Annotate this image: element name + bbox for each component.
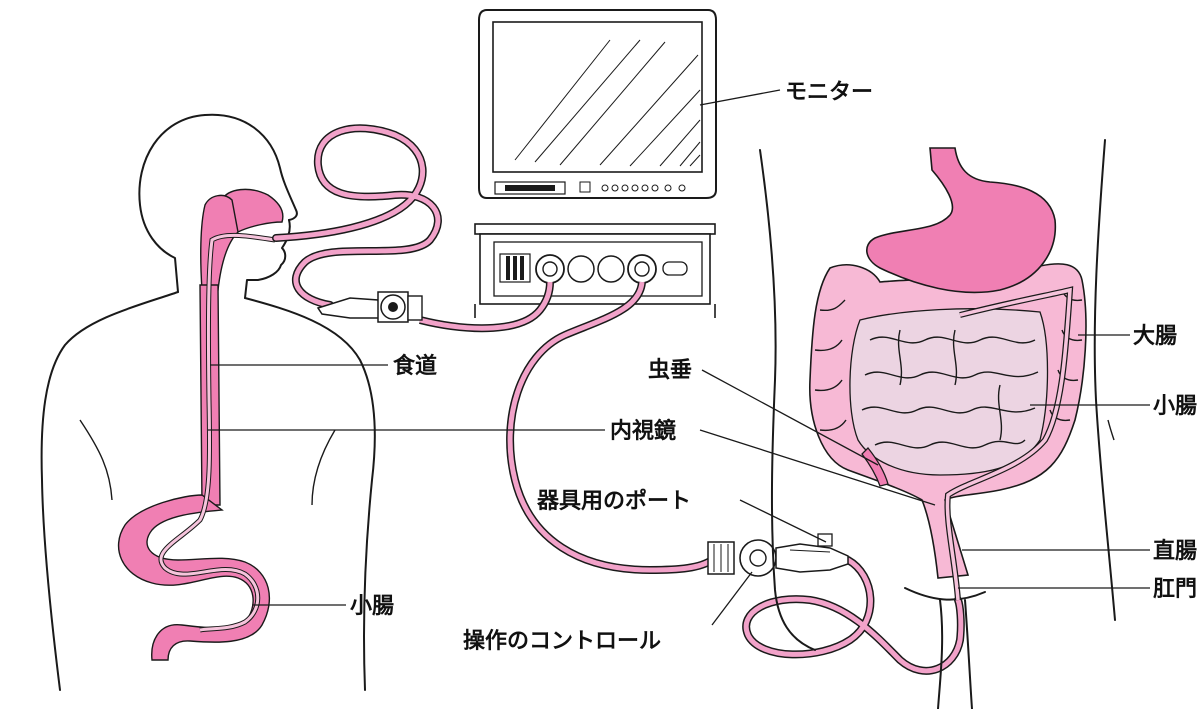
upper-gi-tract [117, 188, 284, 661]
leader-lines [208, 89, 1150, 626]
appendix-shape [861, 447, 889, 487]
label-small-intestine-right: 小腸 [1153, 394, 1197, 419]
stomach-right [866, 147, 1057, 294]
monitor-unit [474, 9, 717, 318]
pharynx [200, 194, 239, 291]
label-esophagus: 食道 [393, 353, 437, 379]
label-rectum: 直腸 [1153, 538, 1197, 564]
label-small-intestine-left: 小腸 [350, 594, 394, 619]
lower-handpiece [707, 533, 849, 577]
stomach-left [117, 494, 270, 661]
upper-handpiece [316, 291, 423, 323]
label-control: 操作のコントロール [463, 629, 661, 654]
label-endoscope: 内視鏡 [610, 418, 676, 444]
right-body-figure [759, 139, 1116, 710]
labels: モニター 食道 内視鏡 小腸 虫垂 器具用のポート 操作のコントロール 大腸 小… [350, 80, 1197, 654]
label-anus: 肛門 [1153, 577, 1197, 602]
label-monitor: モニター [785, 80, 873, 105]
mouth-cavity [221, 188, 284, 233]
small-intestine-right [849, 308, 1049, 476]
label-large-intestine: 大腸 [1133, 324, 1177, 349]
colon [809, 147, 1087, 601]
label-instrument-port: 器具用のポート [536, 488, 691, 514]
endoscope-cables [272, 124, 965, 675]
label-appendix: 虫垂 [648, 357, 692, 383]
